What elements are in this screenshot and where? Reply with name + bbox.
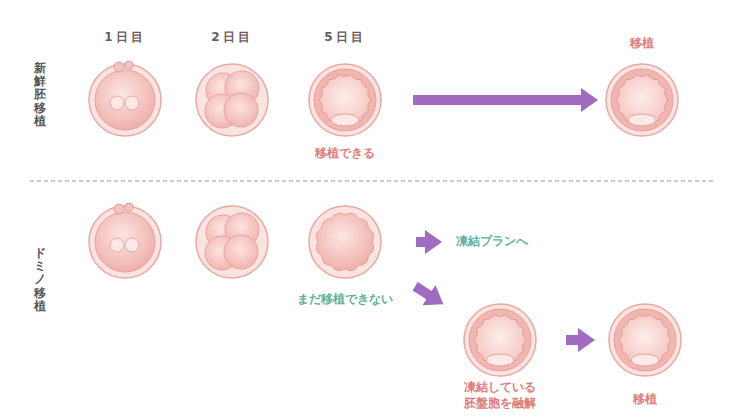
embryo-node: 移植	[604, 62, 680, 138]
embryo-figure	[604, 62, 680, 138]
day-header: 2日目	[211, 29, 252, 46]
node-text: 移植できる	[315, 146, 375, 162]
flow-arrow	[566, 328, 595, 352]
embryo-figure	[607, 302, 683, 378]
embryo-node: 移植できる	[307, 62, 383, 138]
embryo-figure	[462, 302, 538, 378]
day-header: 1日目	[104, 29, 145, 46]
embryo-node: まだ移植できない	[307, 204, 383, 280]
node-text: 凍結プランへ	[454, 233, 530, 251]
embryo-node: 凍結している 胚盤胞を融解	[462, 302, 538, 378]
row-label: ドミノ移植	[34, 247, 46, 313]
day-header: 5日目	[324, 29, 365, 46]
node-text: まだ移植できない	[297, 292, 393, 308]
embryo-figure	[307, 204, 383, 280]
text-node: 凍結プランへ	[454, 233, 530, 251]
flow-arrow	[413, 282, 444, 305]
flow-arrow	[416, 230, 442, 254]
row-label: 新鮮胚移植	[34, 62, 46, 128]
node-text: 移植	[630, 36, 654, 52]
embryo-node: 移植	[607, 302, 683, 378]
node-text: 移植	[633, 392, 657, 408]
node-text: 凍結している 胚盤胞を融解	[458, 380, 542, 411]
embryo-figure	[307, 62, 383, 138]
flow-arrow	[413, 88, 598, 112]
